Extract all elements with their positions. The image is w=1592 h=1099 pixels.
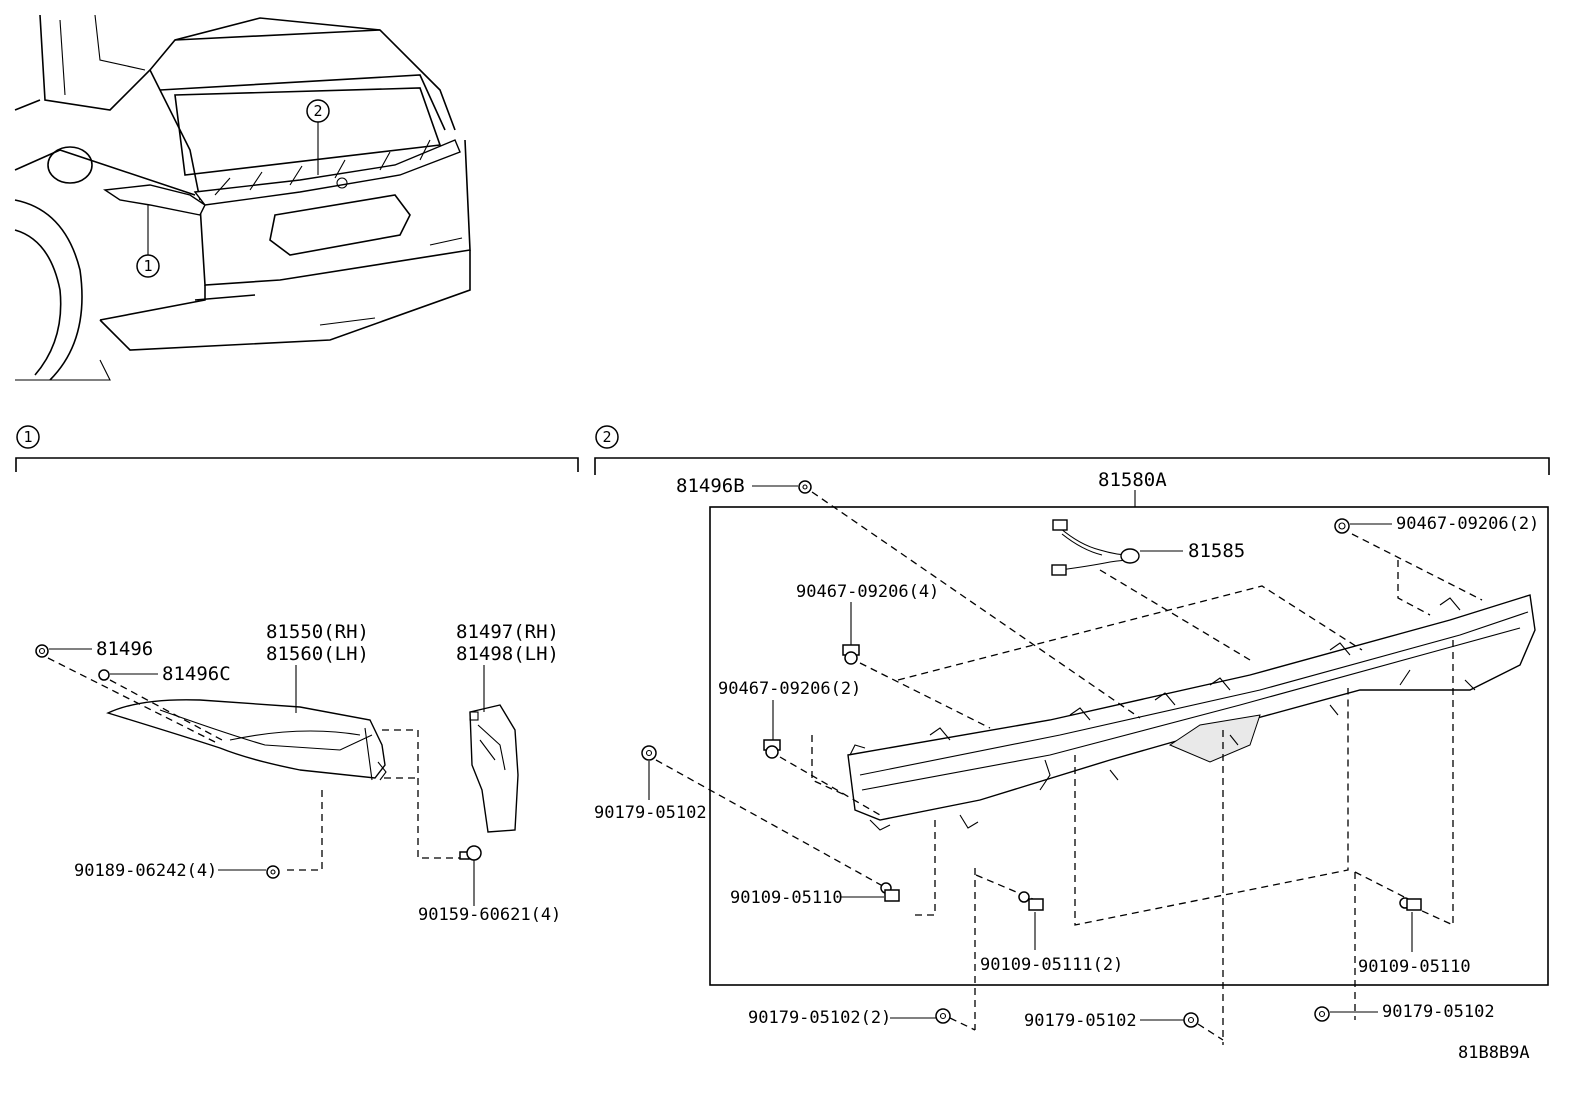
part-90467-4-label: 90467-09206(4) [796,582,939,602]
part-90179-bl-label: 90179-05102(2) [748,1008,891,1028]
part-81560-label: 81560(LH) [266,643,369,665]
part-81550-label: 81550(RH) [266,621,369,643]
nut-90179-br-icon [1314,1006,1330,1022]
callout-2-label: 2 [313,102,322,120]
part-90109-left-label: 90109-05110 [730,888,843,908]
tail-lamp-assembly-icon [106,699,387,781]
part-90109-mid-label: 90109-05111(2) [980,955,1123,975]
part-81585-label: 81585 [1188,540,1245,562]
part-90179-bm-label: 90179-05102 [1024,1011,1137,1031]
diagram-id-label: 81B8B9A [1458,1043,1530,1063]
bolt-90109-right-icon [1399,897,1422,911]
part-81496c-label: 81496C [162,663,231,685]
nut-90467-left-icon [763,739,781,759]
group-1-section: 1 81496 81496C 81550(RH) 81560(LH) [15,425,579,925]
part-81580a-label: 81580A [1098,469,1167,491]
rear-garnish-bar-icon [847,594,1536,831]
group-2-section: 2 81580A 81496B 81585 90467-09 [594,425,1550,1045]
wire-harness-81585-icon [1051,519,1140,576]
clip-81496b-icon [798,480,812,494]
callout-1-label: 1 [143,257,152,275]
nut-90467-4-icon [842,644,860,665]
part-90189-label: 90189-06242(4) [74,861,217,881]
nut-90467-top-icon [1334,518,1350,534]
nut-90179-bm-icon [1183,1012,1199,1028]
group-2-bracket [594,457,1550,475]
screw-90159-icon [459,845,482,861]
vehicle-overview-illustration: 1 2 [14,14,471,381]
bolt-90109-mid-icon [1018,891,1044,911]
callout-2-marker [306,99,330,123]
bolt-90109-left-icon [880,882,900,902]
part-81497-label: 81497(RH) [456,621,559,643]
group-2-marker-label: 2 [602,428,611,446]
lamp-bracket-icon [469,704,519,833]
fastener-81496c-icon [98,669,110,681]
part-90179-br-label: 90179-05102 [1382,1002,1495,1022]
fastener-81496-icon [35,644,49,658]
nut-90179-bl-icon [935,1008,951,1024]
group-1-marker [16,425,40,449]
part-90179-left-label: 90179-05102 [594,803,707,823]
part-81496-label: 81496 [96,638,153,660]
assembly-81580a-box [709,506,1549,986]
part-81498-label: 81498(LH) [456,643,559,665]
nut-90179-left-icon [641,745,657,761]
group-2-marker [595,425,619,449]
group-1-bracket [15,457,579,472]
screw-90189-icon [266,865,280,879]
part-81496b-label: 81496B [676,475,745,497]
callout-1-marker [136,254,160,278]
part-90109-right-label: 90109-05110 [1358,957,1471,977]
group-1-marker-label: 1 [23,428,32,446]
part-90467-top-label: 90467-09206(2) [1396,514,1539,534]
part-90159-label: 90159-60621(4) [418,905,561,925]
part-90467-left-label: 90467-09206(2) [718,679,861,699]
